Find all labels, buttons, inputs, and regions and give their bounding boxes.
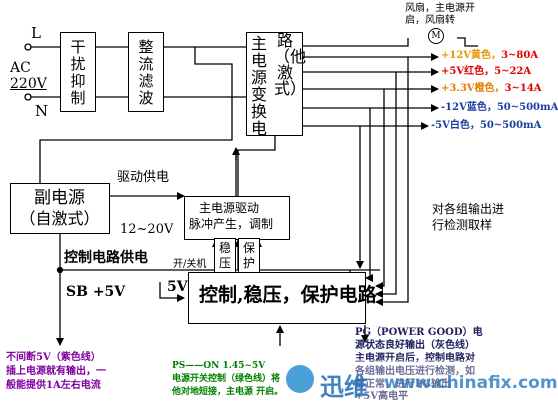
out-5v-current: 5~22A: [494, 66, 532, 77]
watermark-en: www.chinafix.com: [384, 373, 558, 393]
terminal-n: [24, 93, 32, 101]
label-220v: 220V: [10, 76, 47, 92]
out-neg5v-voltage: -5V白色，: [431, 120, 480, 131]
terminal-l: [24, 43, 32, 51]
pg-note-5: 都正常，进行PG输出: [355, 379, 452, 390]
standby-note-3: 般能提供1A左右电流: [6, 380, 101, 391]
out-neg5v-label: -5V白色，50~500mA: [431, 121, 541, 131]
out-3v3-current: 3~14A: [504, 83, 542, 94]
filter-block: 干扰抑制: [60, 32, 96, 112]
out-12v-current: 3~80A: [501, 50, 539, 61]
control-label: 控制,稳压，保护电路: [199, 284, 377, 306]
out-neg12v-voltage: -12V蓝色，: [441, 102, 497, 113]
ps-note-3: 他对地短接，主电源 开启。: [172, 387, 284, 397]
driver-label-2: 脉冲产生，调制: [189, 217, 274, 231]
label-ac: AC: [10, 60, 31, 76]
watermark-cn: 迅维: [320, 373, 368, 401]
pg-note-4: 各组输出电压进行检测，如: [355, 366, 475, 377]
label-l: L: [31, 24, 41, 42]
out-5v-voltage: +5V红色，: [441, 66, 495, 77]
out-neg12v-label: -12V蓝色，50~500mA: [441, 103, 558, 113]
five-v-label: 5V: [167, 279, 188, 295]
ps-note-2: 电源开关控制（绿色线）将: [172, 374, 281, 384]
regulate-label: 稳压: [218, 241, 231, 270]
protect-block: 保护: [238, 238, 260, 274]
pg-note-1: PG（POWER GOOD）电: [355, 327, 483, 338]
aux-supply-label: 副电源: [34, 188, 85, 208]
fan-motor-icon: M: [428, 28, 444, 44]
on-off-label: 开/关机: [173, 259, 207, 270]
out-3v3-voltage: +3.3V橙色，: [441, 83, 505, 94]
out-5v-label: +5V红色，5~22A: [441, 67, 531, 77]
fan-label-1: 风扇，主电源开: [405, 3, 475, 14]
rectifier-label: 整流滤波: [138, 38, 154, 107]
feedback-label-2: 行检测取样: [432, 218, 493, 232]
driver-block: 主电源驱动 脉冲产生，调制: [184, 196, 290, 240]
fan-motor-symbol: M: [431, 31, 441, 41]
watermark: 迅维 www.chinafix.com: [282, 360, 558, 402]
protect-label: 保护: [242, 241, 255, 270]
filter-label: 干扰抑制: [70, 38, 86, 107]
standby-note-2: 插上电源就有输出，一: [6, 366, 106, 377]
drive-supply-label: 驱动供电: [117, 170, 170, 185]
control-supply-label: 控制电路供电: [64, 250, 148, 266]
main-converter-block: 主电源变换电 路（他激式）: [246, 31, 307, 138]
label-n: N: [35, 102, 49, 120]
out-12v-voltage: +12V黄色，: [441, 50, 502, 61]
ps-note-1: PS——ON 1.45~5V: [172, 361, 266, 371]
main-converter-label: 主电源变换电: [250, 34, 267, 138]
standby-note-1: 不间断5V（紫色线）: [6, 352, 101, 363]
rectifier-block: 整流滤波: [128, 32, 164, 112]
voltage-range-label: 12~20V: [120, 222, 174, 237]
control-block: 控制,稳压，保护电路: [188, 272, 377, 324]
pg-note-3: 主电源开启后，控制电路对: [355, 353, 475, 364]
watermark-logo-icon: [286, 365, 314, 393]
regulate-block: 稳压: [214, 238, 236, 274]
pg-note-6: +5V高电平: [355, 391, 409, 402]
out-12v-label: +12V黄色，3~80A: [441, 51, 538, 61]
aux-supply-type: （自激式）: [19, 209, 100, 228]
main-converter-type: 路（他激式）: [274, 31, 307, 98]
feedback-label-1: 对各组输出进: [432, 202, 505, 216]
driver-label-1: 主电源驱动: [199, 201, 260, 215]
fan-label-2: 启，风扇转: [405, 15, 455, 26]
aux-supply-block: 副电源 （自激式）: [10, 183, 110, 234]
out-neg12v-current: 50~500mA: [496, 102, 558, 113]
out-neg5v-current: 50~500mA: [479, 120, 542, 131]
sb-label: SB +5V: [66, 284, 126, 300]
out-3v3-label: +3.3V橙色，3~14A: [441, 84, 542, 94]
pg-note-2: 源状态良好输出（灰色线）: [355, 340, 475, 351]
